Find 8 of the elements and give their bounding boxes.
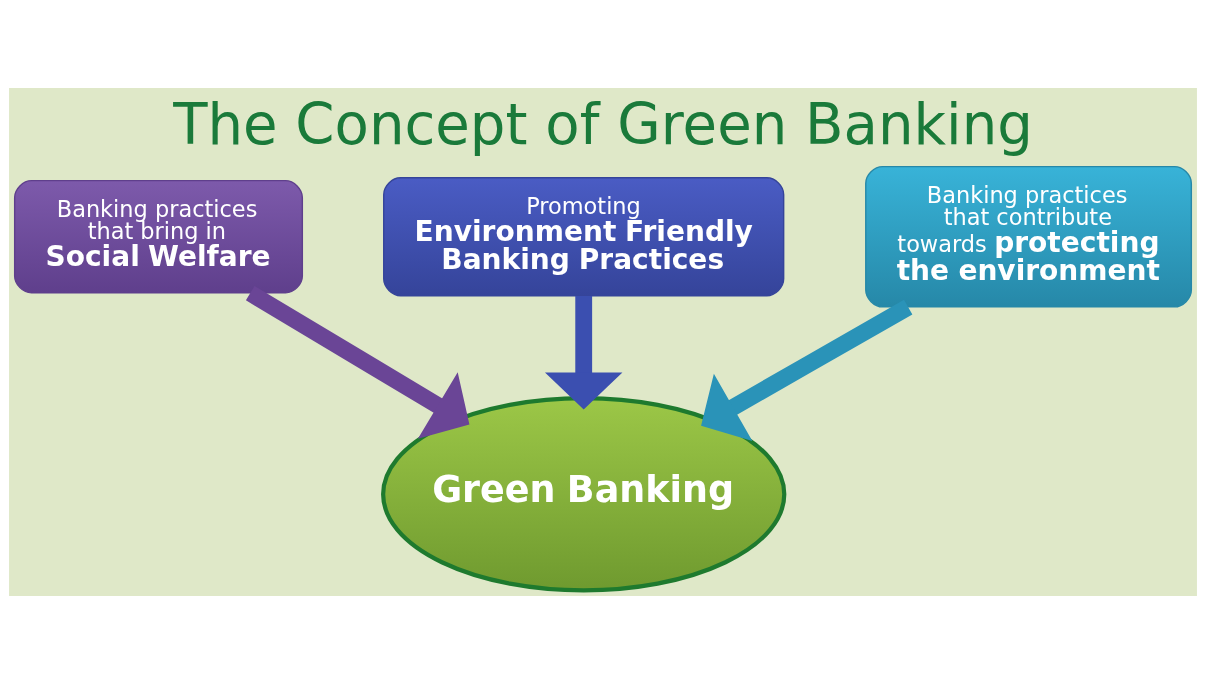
- arrow: [544, 295, 623, 410]
- arrow: [701, 299, 913, 441]
- node-box: Promoting Environment Friendly Banking Practices: [383, 177, 785, 297]
- node-ellipse: Green Banking: [381, 396, 787, 593]
- node-box: Banking practices that bring in Social Welfare: [13, 179, 304, 294]
- node-box: Banking practices that contribute towards protecting the environment: [865, 165, 1193, 308]
- diagram-title: The Concept of Green Banking: [173, 92, 1033, 158]
- arrow: [245, 285, 470, 439]
